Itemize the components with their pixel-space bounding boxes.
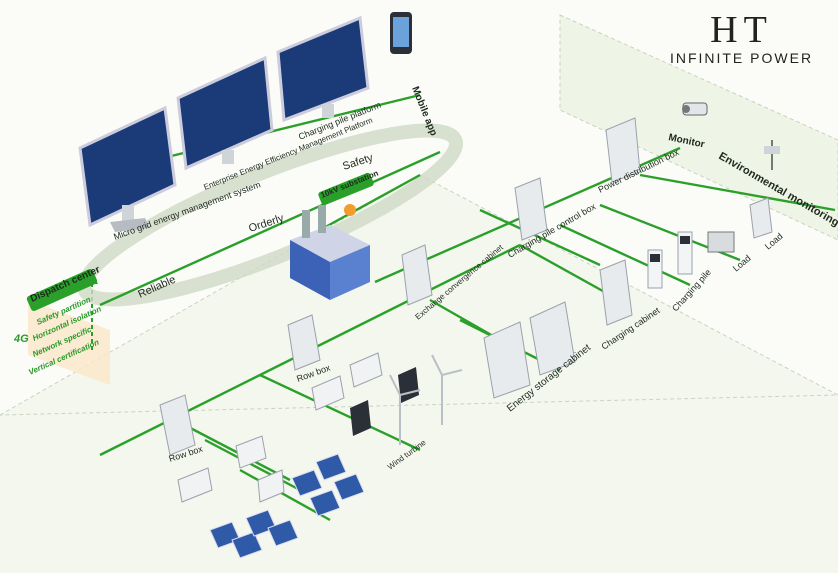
load-box <box>749 197 773 239</box>
monitor-plane <box>559 14 838 241</box>
load-generator <box>707 231 735 253</box>
ground-outline <box>0 174 838 416</box>
storage-cabinet-2 <box>529 301 576 376</box>
row-box-cabinet-2 <box>287 314 321 371</box>
inverter-1 <box>177 467 213 503</box>
brand-logo: HT INFINITE POWER <box>659 10 824 66</box>
combiner-box <box>257 469 285 503</box>
solar-panels <box>209 453 365 559</box>
camera-icon <box>682 102 708 116</box>
power-distribution-box <box>605 117 641 183</box>
charging-control-box <box>514 177 548 241</box>
substation-badge: 10kV substation <box>318 168 380 206</box>
inverter-4 <box>349 352 383 388</box>
load-label-1: Load <box>731 253 753 274</box>
exchange-cabinet <box>401 244 433 306</box>
cabinets <box>159 117 773 456</box>
logo-tagline: INFINITE POWER <box>669 50 814 66</box>
charging-cabinet <box>599 259 633 326</box>
orderly-label: Orderly <box>247 212 285 235</box>
logo-mark: HT <box>710 9 773 51</box>
wind-turbines <box>389 354 463 445</box>
enterprise-monitor <box>176 55 274 171</box>
microgrid-monitor <box>78 105 177 232</box>
substation <box>290 204 370 300</box>
principle-ring <box>76 123 464 307</box>
weather-sensor-icon <box>764 140 780 170</box>
safety-label: Safety <box>341 152 375 173</box>
charging-piles <box>647 231 693 289</box>
inverter-2 <box>235 435 267 469</box>
inverter-3 <box>311 375 345 411</box>
mobile-phone-icon <box>390 12 412 54</box>
storage-cabinet-1 <box>483 321 531 399</box>
charging-monitor <box>276 15 370 123</box>
row-box-cabinet-1 <box>159 394 196 456</box>
network-label: 4G <box>13 333 29 345</box>
inverters <box>177 352 383 503</box>
